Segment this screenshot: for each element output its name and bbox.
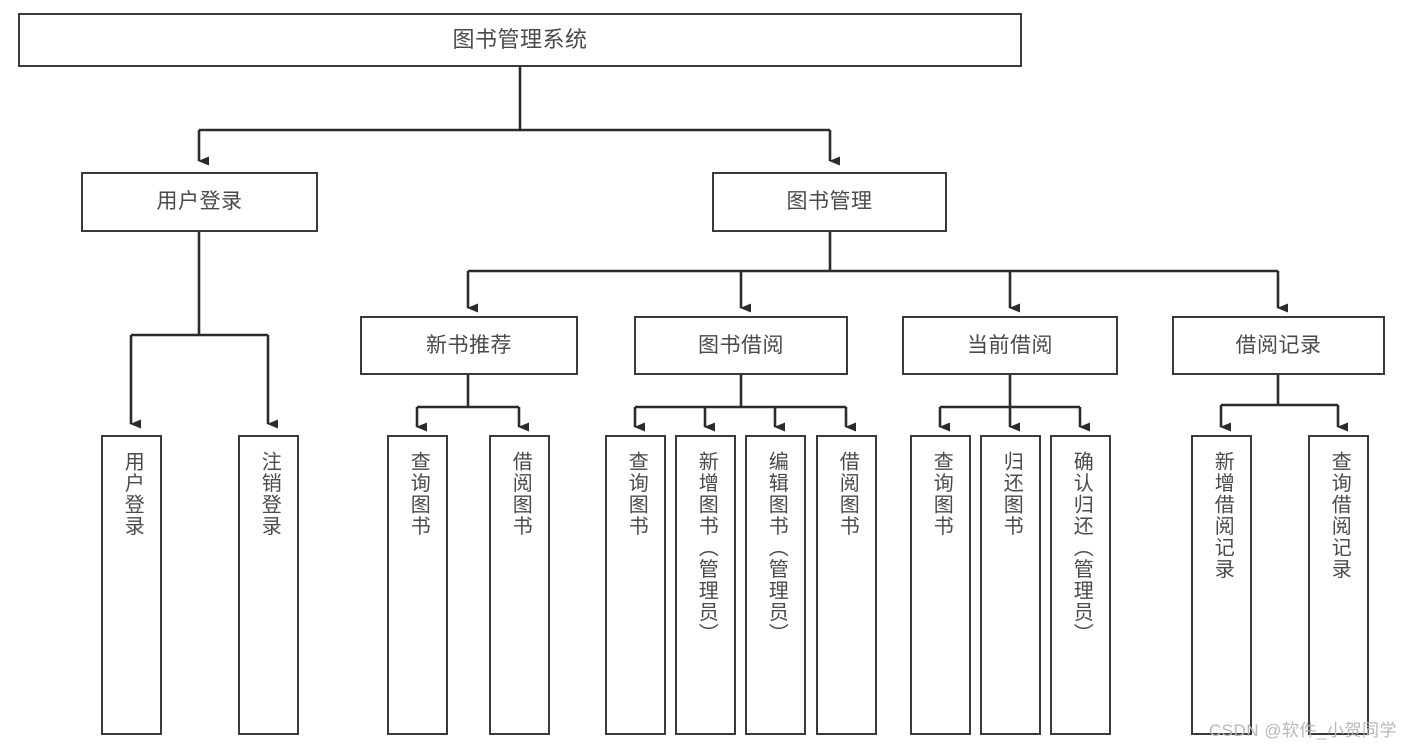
- node-label: 借阅记录: [1235, 333, 1322, 357]
- leaf-borrow-record-add[interactable]: 新增借阅记录: [1191, 435, 1252, 735]
- node-new-book-recommend[interactable]: 新书推荐: [360, 316, 578, 375]
- node-user-login[interactable]: 用户登录: [81, 172, 318, 232]
- node-label: 借阅图书: [836, 451, 859, 537]
- node-borrow-record[interactable]: 借阅记录: [1172, 316, 1385, 375]
- node-label: 新增图书（管理员）: [695, 451, 718, 645]
- node-label: 编辑图书（管理员）: [765, 451, 788, 645]
- node-label: 借阅图书: [509, 451, 532, 537]
- node-label: 确认归还（管理员）: [1070, 451, 1093, 645]
- leaf-current-borrow-confirm-return[interactable]: 确认归还（管理员）: [1050, 435, 1111, 735]
- leaf-user-login-signout[interactable]: 注销登录: [238, 435, 299, 735]
- node-label: 图书管理: [786, 190, 873, 214]
- leaf-new-book-borrow[interactable]: 借阅图书: [489, 435, 550, 735]
- watermark-text: CSDN @软件_小贺同学: [1208, 721, 1397, 740]
- node-current-borrow[interactable]: 当前借阅: [902, 316, 1118, 375]
- node-label: 新书推荐: [426, 333, 512, 357]
- node-label: 查询图书: [930, 451, 953, 537]
- node-label: 用户登录: [121, 451, 144, 537]
- leaf-current-borrow-query[interactable]: 查询图书: [910, 435, 971, 735]
- node-label: 用户登录: [156, 190, 243, 214]
- leaf-book-borrow-edit[interactable]: 编辑图书（管理员）: [745, 435, 806, 735]
- node-label: 当前借阅: [967, 333, 1053, 357]
- leaf-new-book-query[interactable]: 查询图书: [387, 435, 448, 735]
- node-label: 归还图书: [1000, 451, 1023, 537]
- node-label: 注销登录: [258, 451, 281, 537]
- node-label: 图书管理系统: [452, 26, 588, 52]
- node-label: 查询借阅记录: [1328, 451, 1351, 580]
- node-label: 查询图书: [625, 451, 648, 537]
- leaf-book-borrow-lend[interactable]: 借阅图书: [816, 435, 877, 735]
- node-label: 图书借阅: [698, 333, 784, 357]
- node-label: 查询图书: [407, 451, 430, 537]
- node-book-management[interactable]: 图书管理: [712, 172, 947, 232]
- node-root-system[interactable]: 图书管理系统: [18, 13, 1022, 67]
- leaf-current-borrow-return[interactable]: 归还图书: [980, 435, 1041, 735]
- leaf-user-login-signin[interactable]: 用户登录: [101, 435, 162, 735]
- leaf-borrow-record-query[interactable]: 查询借阅记录: [1308, 435, 1369, 735]
- node-label: 新增借阅记录: [1211, 451, 1234, 580]
- leaf-book-borrow-add[interactable]: 新增图书（管理员）: [675, 435, 736, 735]
- leaf-book-borrow-query[interactable]: 查询图书: [605, 435, 666, 735]
- node-book-borrow[interactable]: 图书借阅: [634, 316, 848, 375]
